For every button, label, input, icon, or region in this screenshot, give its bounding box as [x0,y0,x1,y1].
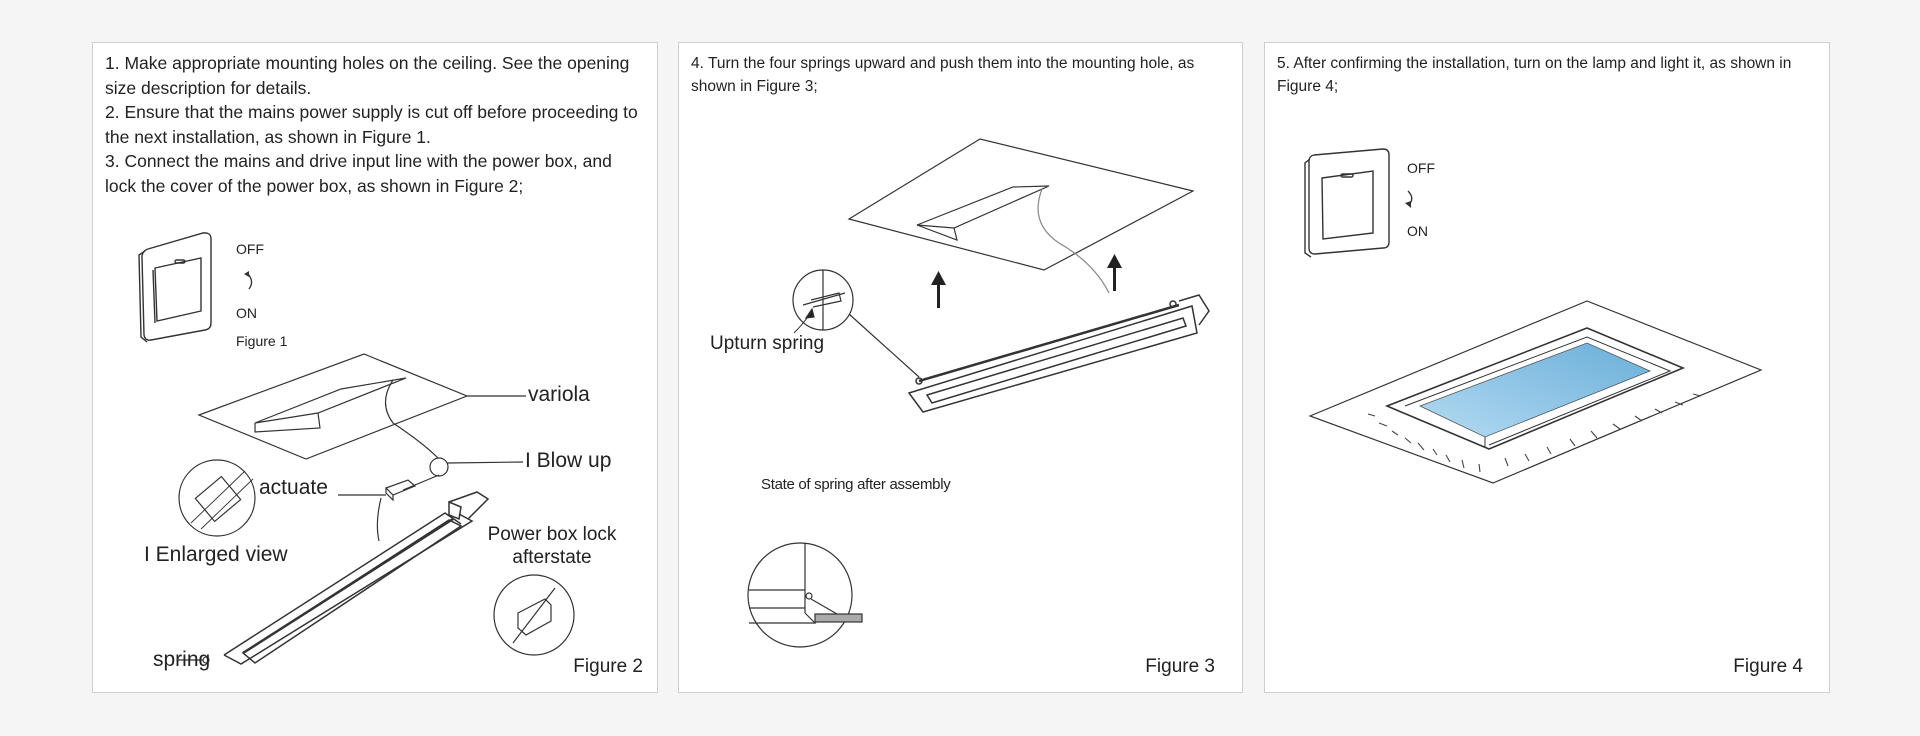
lamp-light [1418,342,1652,438]
enlarged-view-label: I Enlarged view [144,543,288,566]
power-cable [1037,188,1110,294]
step-3: 3. Connect the mains and drive input lin… [105,151,612,196]
switch-off-label: OFF [1407,160,1435,176]
power-box-label-line-2: afterstate [512,547,592,568]
spring-state-label: State of spring after assembly [761,476,951,493]
spring-label: spring [153,648,211,671]
power-box-icon [517,598,552,636]
fixture-body [907,294,1210,413]
figure-1-switch-illustration [138,232,253,343]
power-box-label: Power box lock afterstate [477,523,627,569]
arrow-up-icon [931,271,946,308]
figure-2-caption: Figure 2 [573,656,643,677]
power-box-label-line-1: Power box lock [487,524,617,545]
ceiling-panel [847,138,1195,271]
fixture-body [223,491,490,665]
instruction-panel-1: 1. Make appropriate mounting holes on th… [92,42,658,693]
step-2: 2. Ensure that the mains power supply is… [105,102,638,147]
step-1: 1. Make appropriate mounting holes on th… [105,53,630,98]
instruction-panel-3: 5. After confirming the installation, tu… [1264,42,1830,693]
ceiling-label: variola [528,383,590,406]
power-box-circle [493,574,575,656]
switch-on-label: ON [1407,223,1428,239]
steps-text: 4. Turn the four springs upward and push… [691,52,1232,98]
step-4: 4. Turn the four springs upward and push… [691,55,1195,95]
hatched-panel [814,613,863,623]
ceiling-panel [1308,300,1763,484]
figure-3-caption: Figure 3 [1145,656,1215,677]
switch-off-label: OFF [236,241,264,257]
power-cable [384,379,439,459]
figure-3-illustration [747,138,1210,648]
instruction-panel-2: 4. Turn the four springs upward and push… [678,42,1243,693]
wall-switch-icon [138,232,212,343]
figure-2-illustration [178,353,575,665]
driver-box [384,479,417,502]
lamp-frame [1384,327,1686,450]
figure-4-illustration [1304,148,1763,484]
figure-4-caption: Figure 4 [1733,656,1803,677]
spring-state-circle [747,542,853,648]
ceiling-cutout [916,185,1050,229]
ceiling-cutout [254,377,407,424]
arrow-up-icon [1107,254,1122,291]
enlarged-view-circle [178,459,256,537]
switch-on-label: ON [236,305,257,321]
steps-text: 1. Make appropriate mounting holes on th… [105,51,647,198]
connector-blowup-circle [429,457,449,477]
upturn-spring-label: Upturn spring [710,333,825,354]
ray-marks [1367,393,1702,473]
step-5: 5. After confirming the installation, tu… [1277,55,1792,95]
connector-label: I Blow up [525,449,612,472]
figure-1-caption: Figure 1 [236,333,288,349]
wall-switch-icon [1304,148,1390,258]
driver-label: actuate [259,476,328,499]
steps-text: 5. After confirming the installation, tu… [1277,52,1819,98]
